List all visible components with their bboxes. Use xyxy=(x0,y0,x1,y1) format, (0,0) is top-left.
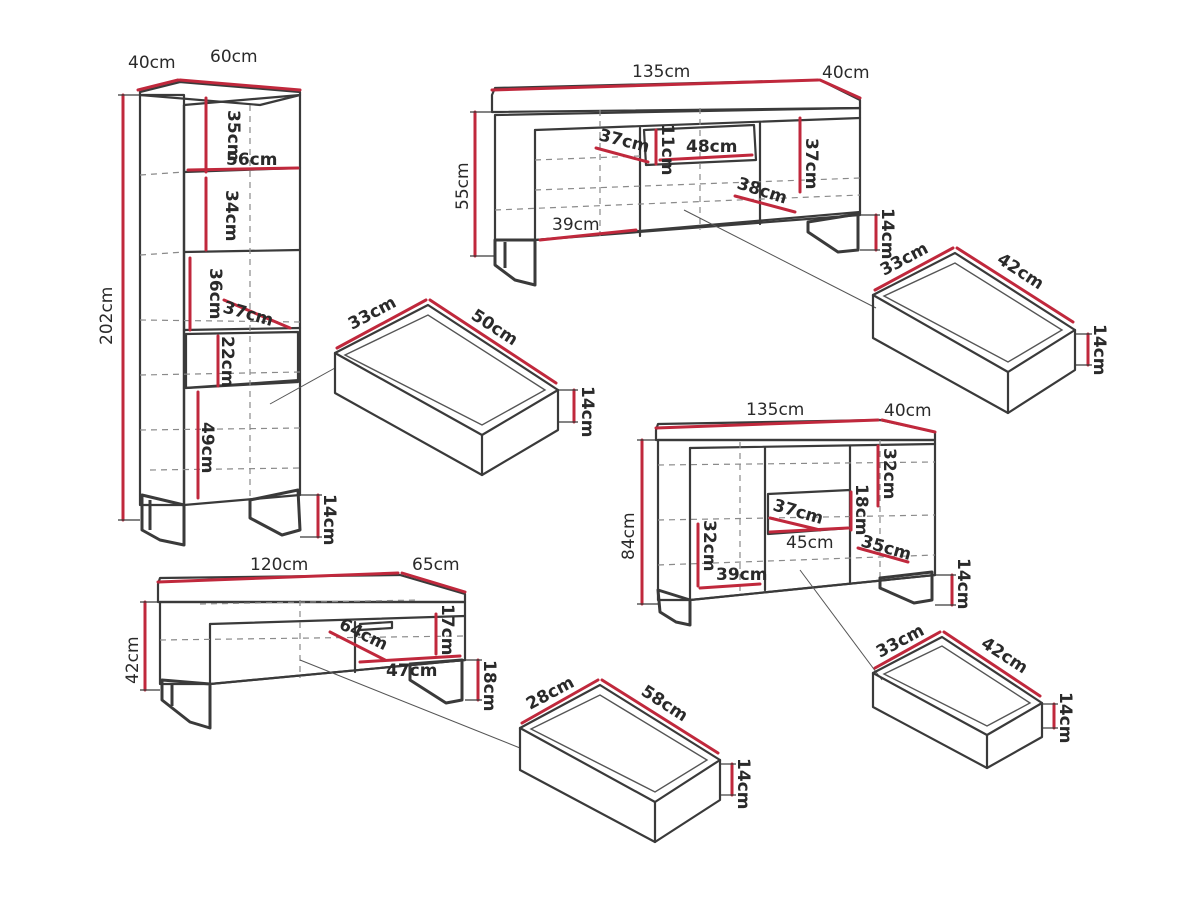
sideboard-niche-width-label: 45cm xyxy=(786,533,834,553)
tall-bookcase: 40cm 60cm 202cm 35cm 56cm 34cm 36cm 37cm… xyxy=(97,47,339,547)
tv-cabinet-leg-label: 14cm xyxy=(877,208,897,259)
sideboard-height-label: 84cm xyxy=(619,512,639,560)
bookcase-shelf3-label: 36cm xyxy=(205,268,225,319)
coffee-table-height-label: 42cm xyxy=(123,636,143,684)
bookcase-shelf1-label: 35cm xyxy=(223,110,243,161)
coffee-table-leg-label: 18cm xyxy=(479,660,499,711)
sideboard-lower-height-label: 32cm xyxy=(699,520,719,571)
bookcase-width-label: 60cm xyxy=(210,47,258,67)
sideboard-inner-depth-label: 35cm xyxy=(859,532,914,565)
bookcase-shelf-depth-label: 37cm xyxy=(221,298,276,331)
coffee-drawer-height-label: 14cm xyxy=(733,758,753,809)
sideboard-depth-label: 40cm xyxy=(884,401,932,421)
tv-cabinet: 135cm 40cm 55cm 37cm 11cm 48cm 37cm 38cm… xyxy=(453,62,897,309)
sideboard-compartment-label: 39cm xyxy=(716,565,767,585)
coffee-table-niche-height-label: 17cm xyxy=(437,604,457,655)
bookcase-leg-label: 14cm xyxy=(319,494,339,545)
tv-cabinet-height-label: 55cm xyxy=(453,162,473,210)
bookcase-niche-label: 22cm xyxy=(217,336,237,387)
sideboard-leg-label: 14cm xyxy=(953,558,973,609)
tv-drawer-height-label: 14cm xyxy=(1089,324,1109,375)
bookcase-depth-label: 40cm xyxy=(128,53,176,73)
sideboard-upper-height-label: 32cm xyxy=(879,448,899,499)
bookcase-drawer: 33cm 50cm 14cm xyxy=(333,293,597,477)
tv-cabinet-width-label: 135cm xyxy=(632,62,690,82)
bookcase-shelf2-label: 34cm xyxy=(221,190,241,241)
tv-cabinet-door-height-label: 37cm xyxy=(801,138,821,189)
coffee-table-drawer: 28cm 58cm 14cm xyxy=(518,673,753,844)
bookcase-inner-width-label: 56cm xyxy=(226,150,277,170)
bookcase-drawer-height-label: 14cm xyxy=(577,386,597,437)
coffee-table-width-label: 120cm xyxy=(250,555,308,575)
coffee-table: 120cm 65cm 42cm 17cm 64cm 47cm 18cm xyxy=(123,555,521,749)
tv-cabinet-depth-label: 40cm xyxy=(822,63,870,83)
bookcase-bottom-label: 49cm xyxy=(197,422,217,473)
coffee-table-niche-width-label: 47cm xyxy=(386,661,437,681)
tv-cabinet-niche-height-label: 11cm xyxy=(657,124,677,175)
sideboard-width-label: 135cm xyxy=(746,400,804,420)
sideboard-drawer-height-label: 14cm xyxy=(1055,692,1075,743)
coffee-table-depth-label: 65cm xyxy=(412,555,460,575)
tv-cabinet-niche-width-label: 48cm xyxy=(686,137,737,157)
sideboard-niche-height-label: 18cm xyxy=(851,484,871,535)
sideboard: 135cm 40cm 84cm 32cm 18cm 37cm 45cm 35cm… xyxy=(619,400,973,681)
tv-cabinet-drawer: 33cm 42cm 14cm xyxy=(871,239,1109,415)
tv-cabinet-compartment-label: 39cm xyxy=(552,215,600,235)
bookcase-height-label: 202cm xyxy=(97,287,117,345)
sideboard-drawer: 33cm 42cm 14cm xyxy=(871,621,1075,770)
